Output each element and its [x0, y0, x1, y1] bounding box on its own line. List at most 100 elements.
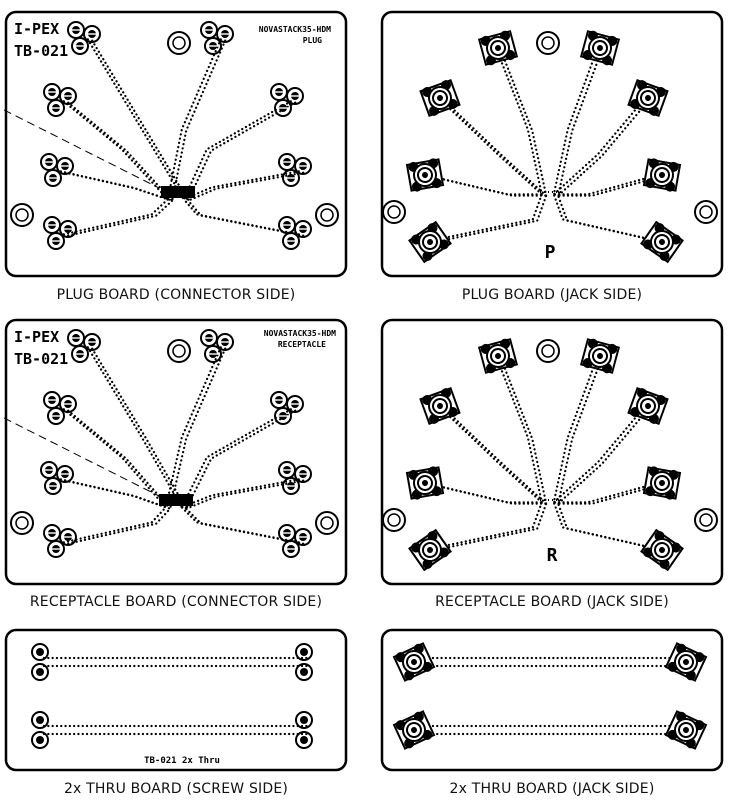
product-line2: PLUG: [303, 36, 322, 45]
screw-pad: [282, 540, 300, 558]
dotted-trace: [494, 354, 543, 504]
jack-pin: [437, 95, 443, 101]
dotted-trace: [557, 482, 666, 505]
plug-connector-svg: I-PEX TB-021 NOVASTACK35-HDM PLUG: [4, 10, 348, 278]
connectors: [4, 21, 339, 250]
screw-pad: [31, 731, 49, 749]
dotted-trace: [426, 482, 548, 505]
screw-pad: [47, 232, 65, 250]
screw-pad: [282, 169, 300, 187]
mounting-hole: [167, 31, 191, 55]
screw-pad: [294, 220, 312, 238]
jack-pin: [495, 353, 501, 359]
sma-jack: [642, 466, 682, 500]
part-label: TB-021: [14, 42, 68, 60]
dotted-trace: [185, 479, 305, 510]
board-letter: P: [545, 242, 556, 263]
mounting-hole: [536, 339, 560, 363]
mounting-hole: [382, 200, 406, 224]
mounting-hole-inner: [15, 516, 29, 530]
dotted-trace: [421, 481, 543, 504]
jack-ring: [592, 40, 608, 56]
dotted-trace: [552, 173, 661, 196]
dotted-trace: [431, 502, 548, 552]
mounting-hole-inner: [320, 208, 334, 222]
mounting-hole: [10, 203, 34, 227]
sma-jack: [477, 30, 519, 66]
thru-board-jack-side: [380, 628, 724, 772]
screw-pad: [282, 232, 300, 250]
mounting-hole-inner: [699, 513, 713, 527]
dotted-trace: [426, 501, 543, 551]
dotted-trace: [182, 198, 300, 236]
screw-pad: [286, 395, 304, 413]
receptacle-connector-svg: I-PEX TB-021 NOVASTACK35-HDM RECEPTACLE: [4, 318, 348, 586]
jack-pin: [427, 547, 433, 553]
dotted-trace: [180, 408, 292, 509]
jack-ring: [417, 167, 433, 183]
receptacle-jack-caption: RECEPTACLE BOARD (JACK SIDE): [435, 594, 669, 610]
jack-ring: [678, 722, 694, 738]
product-line1: NOVASTACK35-HDM: [259, 25, 331, 34]
dotted-trace: [436, 96, 543, 196]
mounting-hole: [167, 339, 191, 363]
jacks: [382, 338, 718, 572]
dotted-trace: [62, 198, 169, 236]
dotted-trace: [62, 408, 167, 509]
mounting-hole: [315, 511, 339, 535]
dotted-trace: [171, 39, 227, 202]
dotted-trace: [441, 97, 548, 197]
dotted-trace: [62, 506, 167, 544]
dotted-trace: [552, 404, 647, 504]
screw-pad: [295, 731, 313, 749]
mounting-hole-inner: [699, 205, 713, 219]
sma-jack: [664, 710, 708, 750]
mounting-hole-inner: [541, 36, 555, 50]
sma-jack: [405, 466, 445, 500]
connectors: [4, 329, 339, 558]
jack-pin: [597, 45, 603, 51]
screw-pad: [59, 528, 77, 546]
screw-head: [36, 668, 44, 676]
jack-ring: [654, 234, 670, 250]
screw-pad: [59, 220, 77, 238]
thru-lines: [418, 656, 687, 736]
dotted-trace: [557, 47, 604, 197]
dotted-trace: [557, 355, 604, 505]
dotted-trace: [436, 404, 543, 504]
jack-pin: [645, 403, 651, 409]
jack-pin: [683, 659, 689, 665]
screw-pad: [31, 663, 49, 681]
screw-pad: [83, 25, 101, 43]
dotted-trace: [64, 479, 172, 510]
dotted-trace: [91, 39, 190, 202]
dotted-trace: [557, 97, 652, 197]
dotted-trace: [185, 409, 297, 510]
screw-pad: [286, 87, 304, 105]
sma-jack: [405, 158, 445, 192]
plug-connector-caption: PLUG BOARD (CONNECTOR SIDE): [56, 287, 296, 303]
screw-pad: [282, 477, 300, 495]
mounting-hole: [536, 31, 560, 55]
dotted-trace: [67, 199, 174, 237]
screw-pad: [294, 528, 312, 546]
jack-pin: [422, 480, 428, 486]
dotted-traces: [59, 38, 305, 237]
mounting-hole-inner: [172, 344, 186, 358]
screw-head: [300, 736, 308, 744]
jack-ring: [432, 90, 448, 106]
sma-jack: [408, 220, 452, 264]
sma-jack: [640, 528, 684, 572]
jack-ring: [490, 40, 506, 56]
screw-head: [36, 716, 44, 724]
dotted-trace: [441, 405, 548, 505]
dotted-trace: [426, 174, 548, 197]
dotted-trace: [421, 173, 543, 196]
jack-pin: [683, 727, 689, 733]
sma-jack: [408, 528, 452, 572]
board-outline: [380, 628, 724, 772]
mounting-hole-inner: [387, 513, 401, 527]
dotted-trace: [185, 507, 305, 545]
sma-jack: [579, 30, 621, 66]
thru-screw-svg: TB-021 2x Thru: [4, 628, 348, 772]
